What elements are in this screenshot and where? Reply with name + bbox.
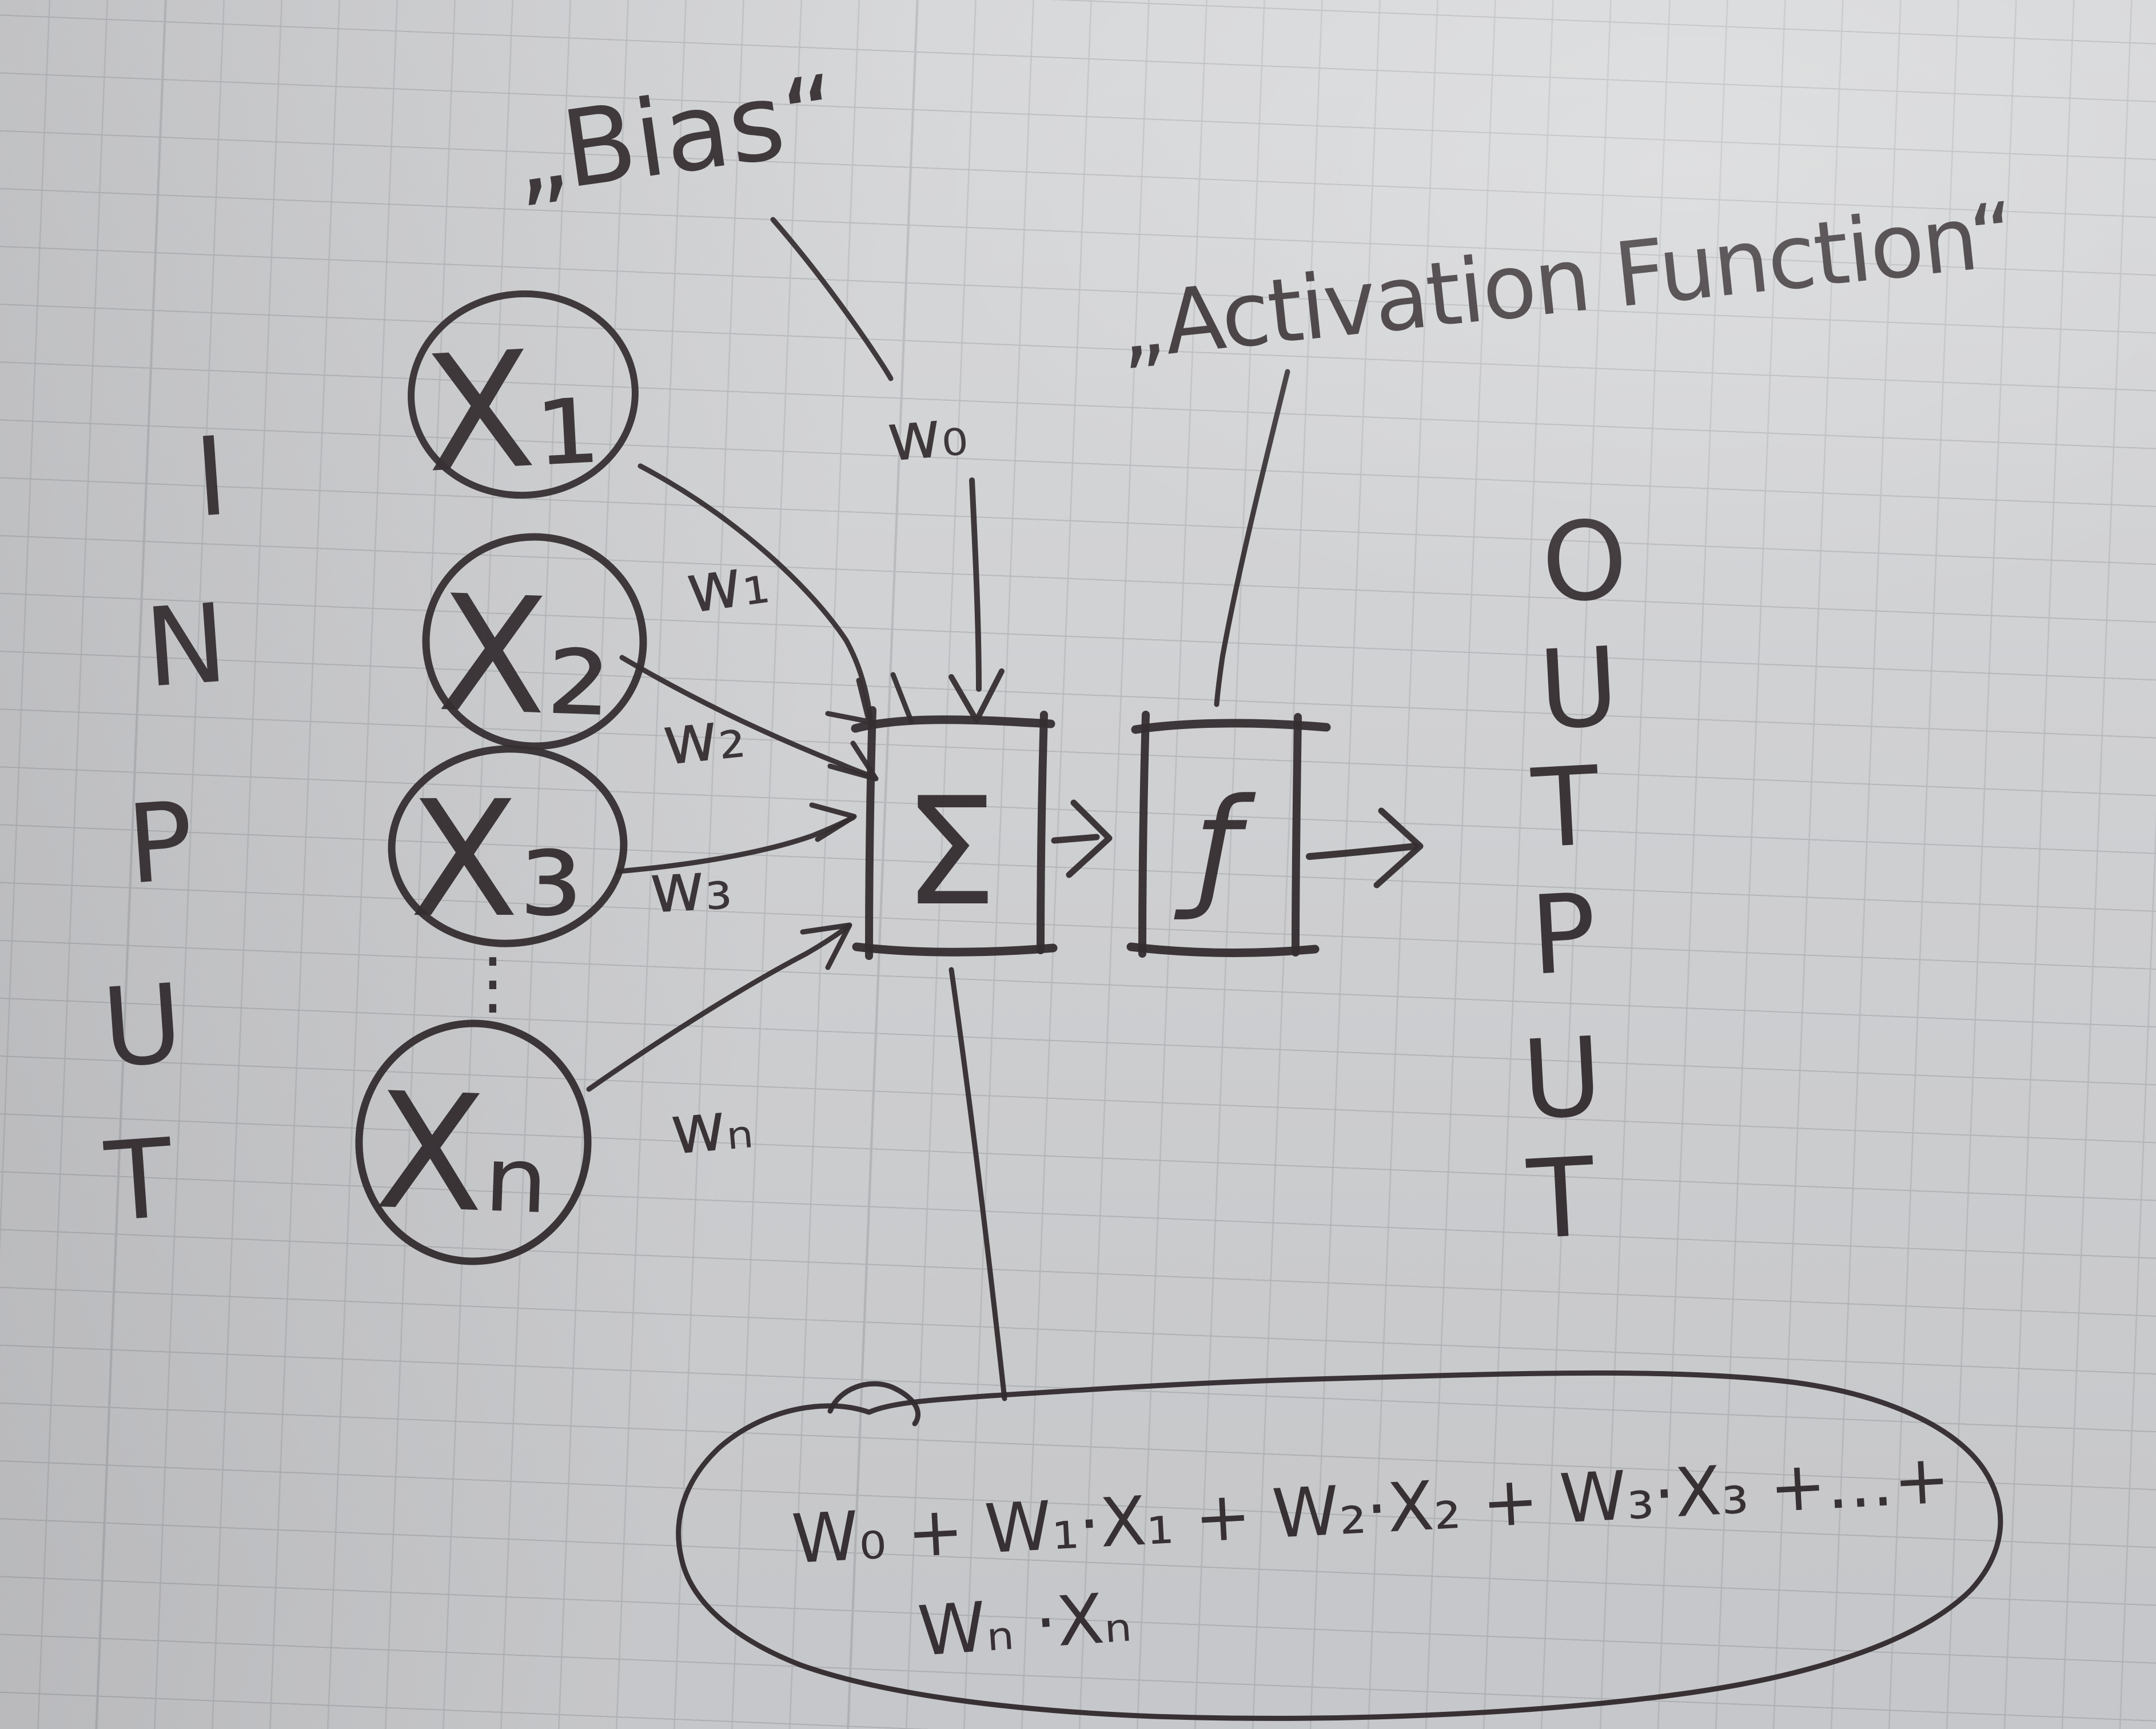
output-word: O U T P U T	[1519, 496, 1631, 1264]
input-letter-3: P	[123, 778, 198, 908]
formula-callout: W₀ + W₁·X₁ + W₂·X₂ + W₃·X₃ +…+ Wₙ ·Xₙ	[676, 967, 2003, 1721]
bias-label: „Bias“	[504, 51, 846, 220]
connection-x1-arrowhead	[825, 678, 872, 724]
sum-box-right	[1037, 711, 1048, 954]
sum-box-bottom	[852, 942, 1058, 957]
input-word: I N P U T	[98, 413, 232, 1246]
stray-stroke	[890, 672, 914, 724]
weight-labels: w₁ w₂ w₃ wₙ	[647, 539, 774, 1170]
input-letter-2: N	[141, 580, 231, 711]
input-nodes-ellipsis: ⋮	[459, 943, 527, 1023]
output-arrow	[1306, 843, 1419, 860]
input-letter-4: U	[98, 961, 186, 1092]
w0-arrowhead	[949, 668, 1005, 723]
input-letter-5: T	[101, 1115, 177, 1246]
input-node-x1-circle	[408, 290, 639, 499]
input-node-x1-label: X₁	[420, 313, 604, 508]
input-node-x3-circle	[388, 745, 628, 947]
output-arrowhead	[1373, 807, 1424, 889]
input-node-x3-label: X₃	[409, 767, 583, 953]
sum-box-top	[851, 715, 1055, 733]
w0-label: w₀	[884, 393, 970, 477]
sum-formula-pointer-line	[949, 967, 1007, 1401]
activation-function-label: „Activation Function“	[1113, 183, 2019, 380]
activation-box-bottom	[1126, 942, 1320, 957]
input-node-x2-label: X₂	[435, 561, 615, 753]
weight-w2-label: w₂	[659, 694, 748, 780]
input-connections	[586, 463, 914, 1092]
sum-activation-arrow	[1051, 834, 1100, 844]
formula-blob-outline	[676, 1370, 2003, 1721]
input-layer: X₁ X₂ X₃ ⋮ Xₙ	[355, 290, 647, 1265]
output-letter-6: T	[1524, 1134, 1598, 1264]
output-letter-5: U	[1519, 1014, 1605, 1144]
activation-pointer-line	[1214, 369, 1290, 707]
activation-box-right	[1292, 713, 1302, 957]
connection-xn-arrowhead	[800, 922, 852, 970]
weight-wn-label: wₙ	[667, 1084, 756, 1170]
output-letter-2: U	[1536, 624, 1621, 754]
sum-box-left	[865, 706, 876, 960]
sum-activation-arrowhead	[1066, 799, 1113, 878]
activation-symbol: ƒ	[1174, 771, 1257, 923]
formula-blob-squiggle	[827, 1381, 920, 1427]
activation-box-left	[1138, 711, 1150, 958]
output-letter-1: O	[1539, 496, 1631, 627]
connection-x3-arrowhead	[809, 802, 857, 842]
input-node-xn-circle	[355, 1019, 592, 1265]
weight-w1-label: w₁	[681, 539, 774, 629]
connection-x1-sum	[637, 463, 873, 722]
sum-symbol: Σ	[903, 766, 997, 939]
input-node-xn-label: Xₙ	[372, 1058, 552, 1250]
output-letter-4: P	[1528, 870, 1600, 999]
w0-arrow	[969, 477, 982, 692]
formula-line-2: Wₙ ·Xₙ	[915, 1577, 1134, 1672]
formula-line-1: W₀ + W₁·X₁ + W₂·X₂ + W₃·X₃ +…+	[790, 1439, 1952, 1579]
output-letter-3: T	[1529, 743, 1603, 873]
sum-unit: Σ	[851, 706, 1058, 960]
bias-pointer-line	[770, 217, 894, 381]
connection-xn-sum	[586, 923, 851, 1092]
input-letter-1: I	[191, 413, 232, 541]
input-node-x2-circle	[422, 533, 647, 750]
activation-unit: ƒ	[1126, 711, 1331, 958]
